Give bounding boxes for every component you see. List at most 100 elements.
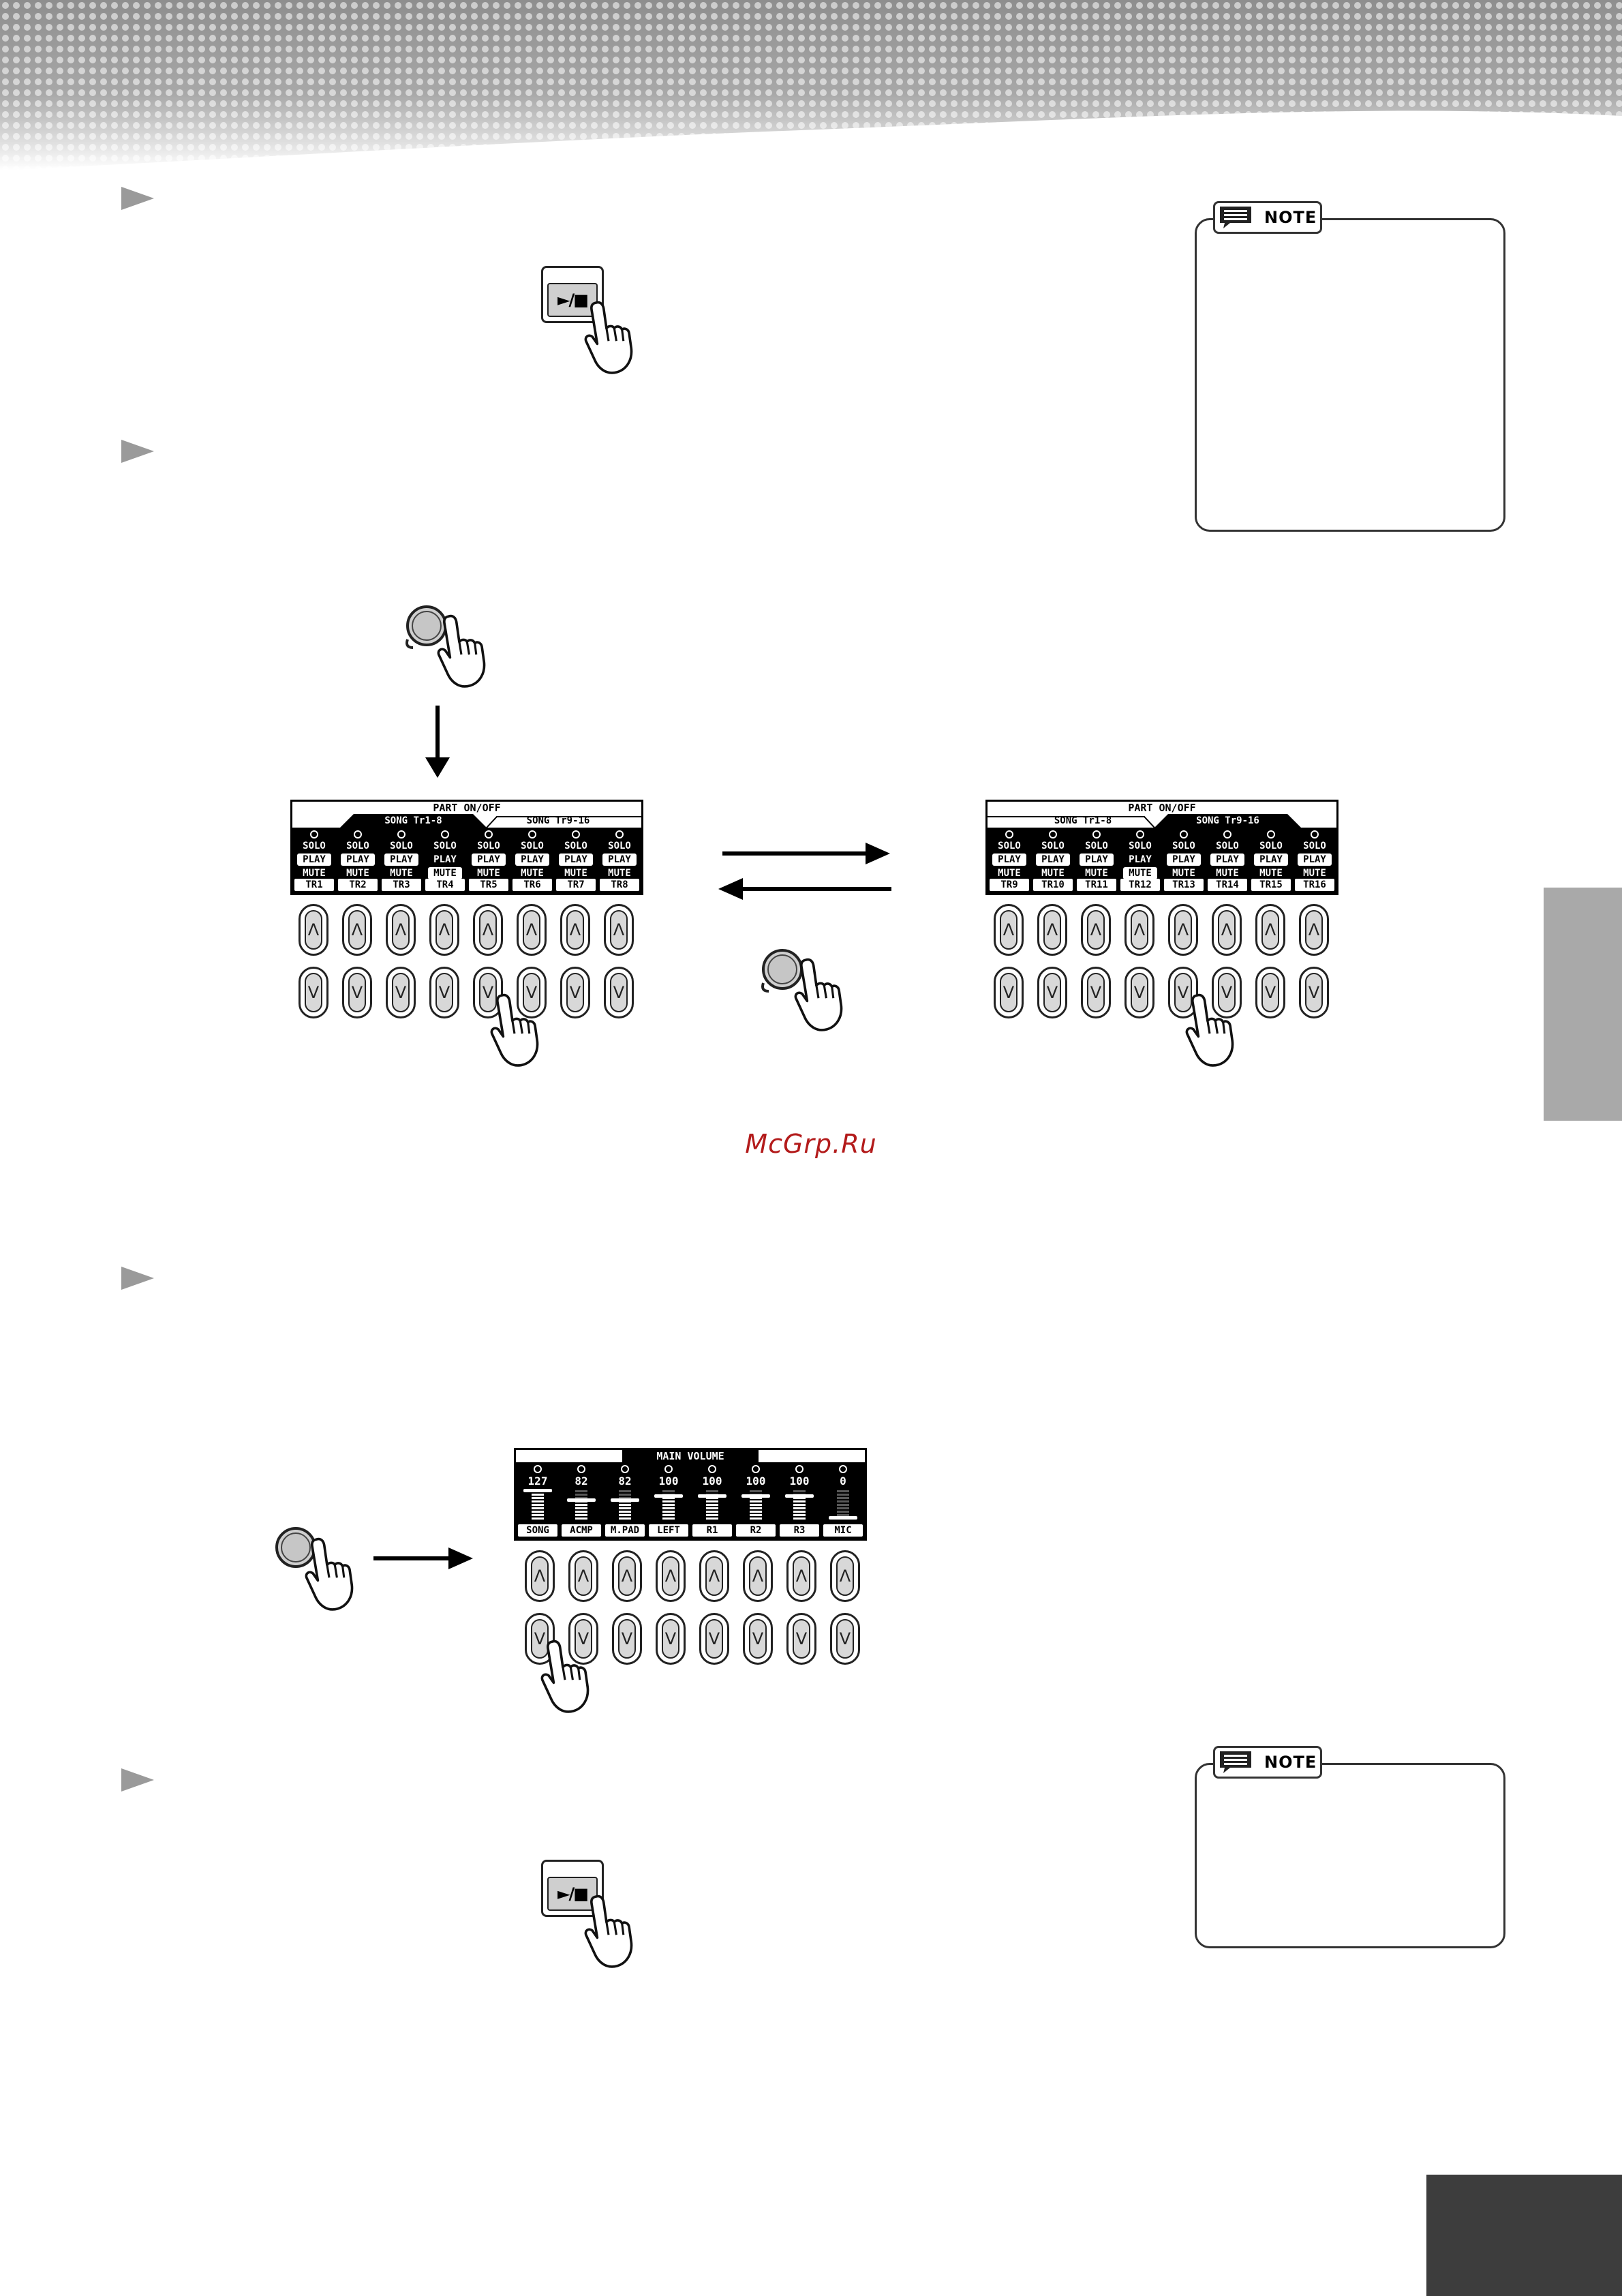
knob-button-up[interactable]: Λ bbox=[1255, 904, 1285, 956]
knob-button-down[interactable]: V bbox=[1037, 967, 1067, 1018]
track-option-mute: MUTE bbox=[1216, 868, 1239, 879]
track-label: TR12 bbox=[1120, 879, 1160, 891]
track-option-solo: SOLO bbox=[1303, 841, 1326, 851]
knob-button-up[interactable]: Λ bbox=[1299, 904, 1329, 956]
knob-button-up[interactable]: Λ bbox=[1124, 904, 1154, 956]
knob-button-up[interactable]: Λ bbox=[1081, 904, 1111, 956]
arrow-down-icon: V bbox=[752, 1629, 764, 1648]
track-indicator-icon bbox=[615, 830, 624, 839]
play-stop-button[interactable]: ►/■ bbox=[541, 1860, 604, 1917]
knob-button-down[interactable]: V bbox=[786, 1613, 816, 1665]
tab-song-tr1-8[interactable]: SONG Tr1-8 bbox=[1054, 815, 1112, 826]
step-marker-1 bbox=[121, 187, 154, 210]
knob-button-up[interactable]: Λ bbox=[386, 904, 416, 956]
round-button[interactable] bbox=[271, 1522, 326, 1576]
knob-button-up[interactable]: Λ bbox=[612, 1550, 642, 1602]
arrow-down-icon: V bbox=[621, 1629, 633, 1648]
arrow-down-icon: V bbox=[307, 983, 320, 1002]
knob-button-up[interactable]: Λ bbox=[473, 904, 503, 956]
knob-button-up[interactable]: Λ bbox=[517, 904, 547, 956]
knob-button-down[interactable]: V bbox=[743, 1613, 773, 1665]
knob-button-down[interactable]: V bbox=[1124, 967, 1154, 1018]
track-option-solo: SOLO bbox=[390, 841, 413, 851]
knob-button-up[interactable]: Λ bbox=[525, 1550, 555, 1602]
track-option-mute: MUTE bbox=[346, 868, 369, 879]
knob-button-down[interactable]: V bbox=[1212, 967, 1242, 1018]
knob-button-down[interactable]: V bbox=[568, 1613, 598, 1665]
track-indicator-icon bbox=[528, 830, 536, 839]
tab-song-tr1-8[interactable]: SONG Tr1-8 bbox=[384, 815, 442, 826]
knob-button-up[interactable]: Λ bbox=[830, 1550, 860, 1602]
volume-fader bbox=[567, 1490, 596, 1520]
knob-button-down[interactable]: V bbox=[612, 1613, 642, 1665]
knob-button-up[interactable]: Λ bbox=[786, 1550, 816, 1602]
track-label: TR6 bbox=[512, 879, 552, 891]
knob-button-up[interactable]: Λ bbox=[342, 904, 372, 956]
knob-button-down[interactable]: V bbox=[560, 967, 590, 1018]
track-option-solo: SOLO bbox=[1085, 841, 1108, 851]
round-button[interactable] bbox=[402, 600, 457, 654]
knob-button-down[interactable]: V bbox=[604, 967, 634, 1018]
knob-button-down[interactable]: V bbox=[994, 967, 1024, 1018]
knob-button-up[interactable]: Λ bbox=[699, 1550, 729, 1602]
knob-button-down[interactable]: V bbox=[1255, 967, 1285, 1018]
hand-pointer-icon bbox=[584, 301, 633, 374]
knob-button-down[interactable]: V bbox=[830, 1613, 860, 1665]
knob-button-down[interactable]: V bbox=[1081, 967, 1111, 1018]
channel-label: ACMP bbox=[562, 1524, 601, 1537]
arrow-up-icon: Λ bbox=[708, 1567, 720, 1586]
track-indicator-icon bbox=[1180, 830, 1188, 839]
arrow-down-icon: V bbox=[351, 983, 363, 1002]
knob-button-down[interactable]: V bbox=[1299, 967, 1329, 1018]
arrow-up-icon: Λ bbox=[1046, 920, 1058, 939]
track-option-solo: SOLO bbox=[521, 841, 544, 851]
track-label: TR14 bbox=[1208, 879, 1247, 891]
knob-button-up[interactable]: Λ bbox=[1168, 904, 1198, 956]
track-indicator-icon bbox=[397, 830, 406, 839]
track-option-play: PLAY bbox=[559, 854, 593, 866]
volume-fader bbox=[698, 1490, 726, 1520]
channel-label: M.PAD bbox=[605, 1524, 645, 1537]
knob-button-down[interactable]: V bbox=[517, 967, 547, 1018]
play-stop-button[interactable]: ►/■ bbox=[541, 266, 604, 323]
knob-button-up[interactable]: Λ bbox=[568, 1550, 598, 1602]
knob-button-down[interactable]: V bbox=[342, 967, 372, 1018]
note-box-2: NOTE bbox=[1195, 1746, 1505, 1948]
knob-button-up[interactable]: Λ bbox=[656, 1550, 686, 1602]
knob-button-up[interactable]: Λ bbox=[743, 1550, 773, 1602]
track-label: TR13 bbox=[1164, 879, 1204, 891]
knob-button-up[interactable]: Λ bbox=[994, 904, 1024, 956]
hand-pointer-icon bbox=[305, 1537, 354, 1611]
knob-button-down[interactable]: V bbox=[525, 1613, 555, 1665]
knob-button-down[interactable]: V bbox=[656, 1613, 686, 1665]
knob-button-up[interactable]: Λ bbox=[560, 904, 590, 956]
track-option-solo: SOLO bbox=[608, 841, 631, 851]
note-box-1: NOTE bbox=[1195, 201, 1505, 532]
arrow-up-icon: Λ bbox=[1003, 920, 1015, 939]
note-label: NOTE bbox=[1264, 1753, 1317, 1772]
knob-button-up[interactable]: Λ bbox=[429, 904, 459, 956]
track-option-play: PLAY bbox=[1167, 854, 1201, 866]
track-label: TR11 bbox=[1077, 879, 1116, 891]
knob-button-down[interactable]: V bbox=[386, 967, 416, 1018]
tab-song-tr9-16[interactable]: SONG Tr9-16 bbox=[1196, 815, 1259, 826]
knob-button-up[interactable]: Λ bbox=[1037, 904, 1067, 956]
track-option-mute: MUTE bbox=[303, 868, 326, 879]
play-stop-icon: ►/■ bbox=[557, 290, 589, 309]
channel-label: R1 bbox=[692, 1524, 732, 1537]
watermark-text: McGrp.Ru bbox=[745, 1129, 877, 1159]
knob-button-up[interactable]: Λ bbox=[299, 904, 328, 956]
volume-value: 100 bbox=[789, 1475, 810, 1487]
arrow-up-icon: Λ bbox=[569, 920, 581, 939]
screen-title: PART ON/OFF bbox=[1128, 802, 1196, 814]
knob-button-down[interactable]: V bbox=[299, 967, 328, 1018]
knob-button-down[interactable]: V bbox=[429, 967, 459, 1018]
knob-button-up[interactable]: Λ bbox=[1212, 904, 1242, 956]
tab-song-tr9-16[interactable]: SONG Tr9-16 bbox=[526, 815, 590, 826]
knob-button-down[interactable]: V bbox=[699, 1613, 729, 1665]
knob-button-up[interactable]: Λ bbox=[604, 904, 634, 956]
